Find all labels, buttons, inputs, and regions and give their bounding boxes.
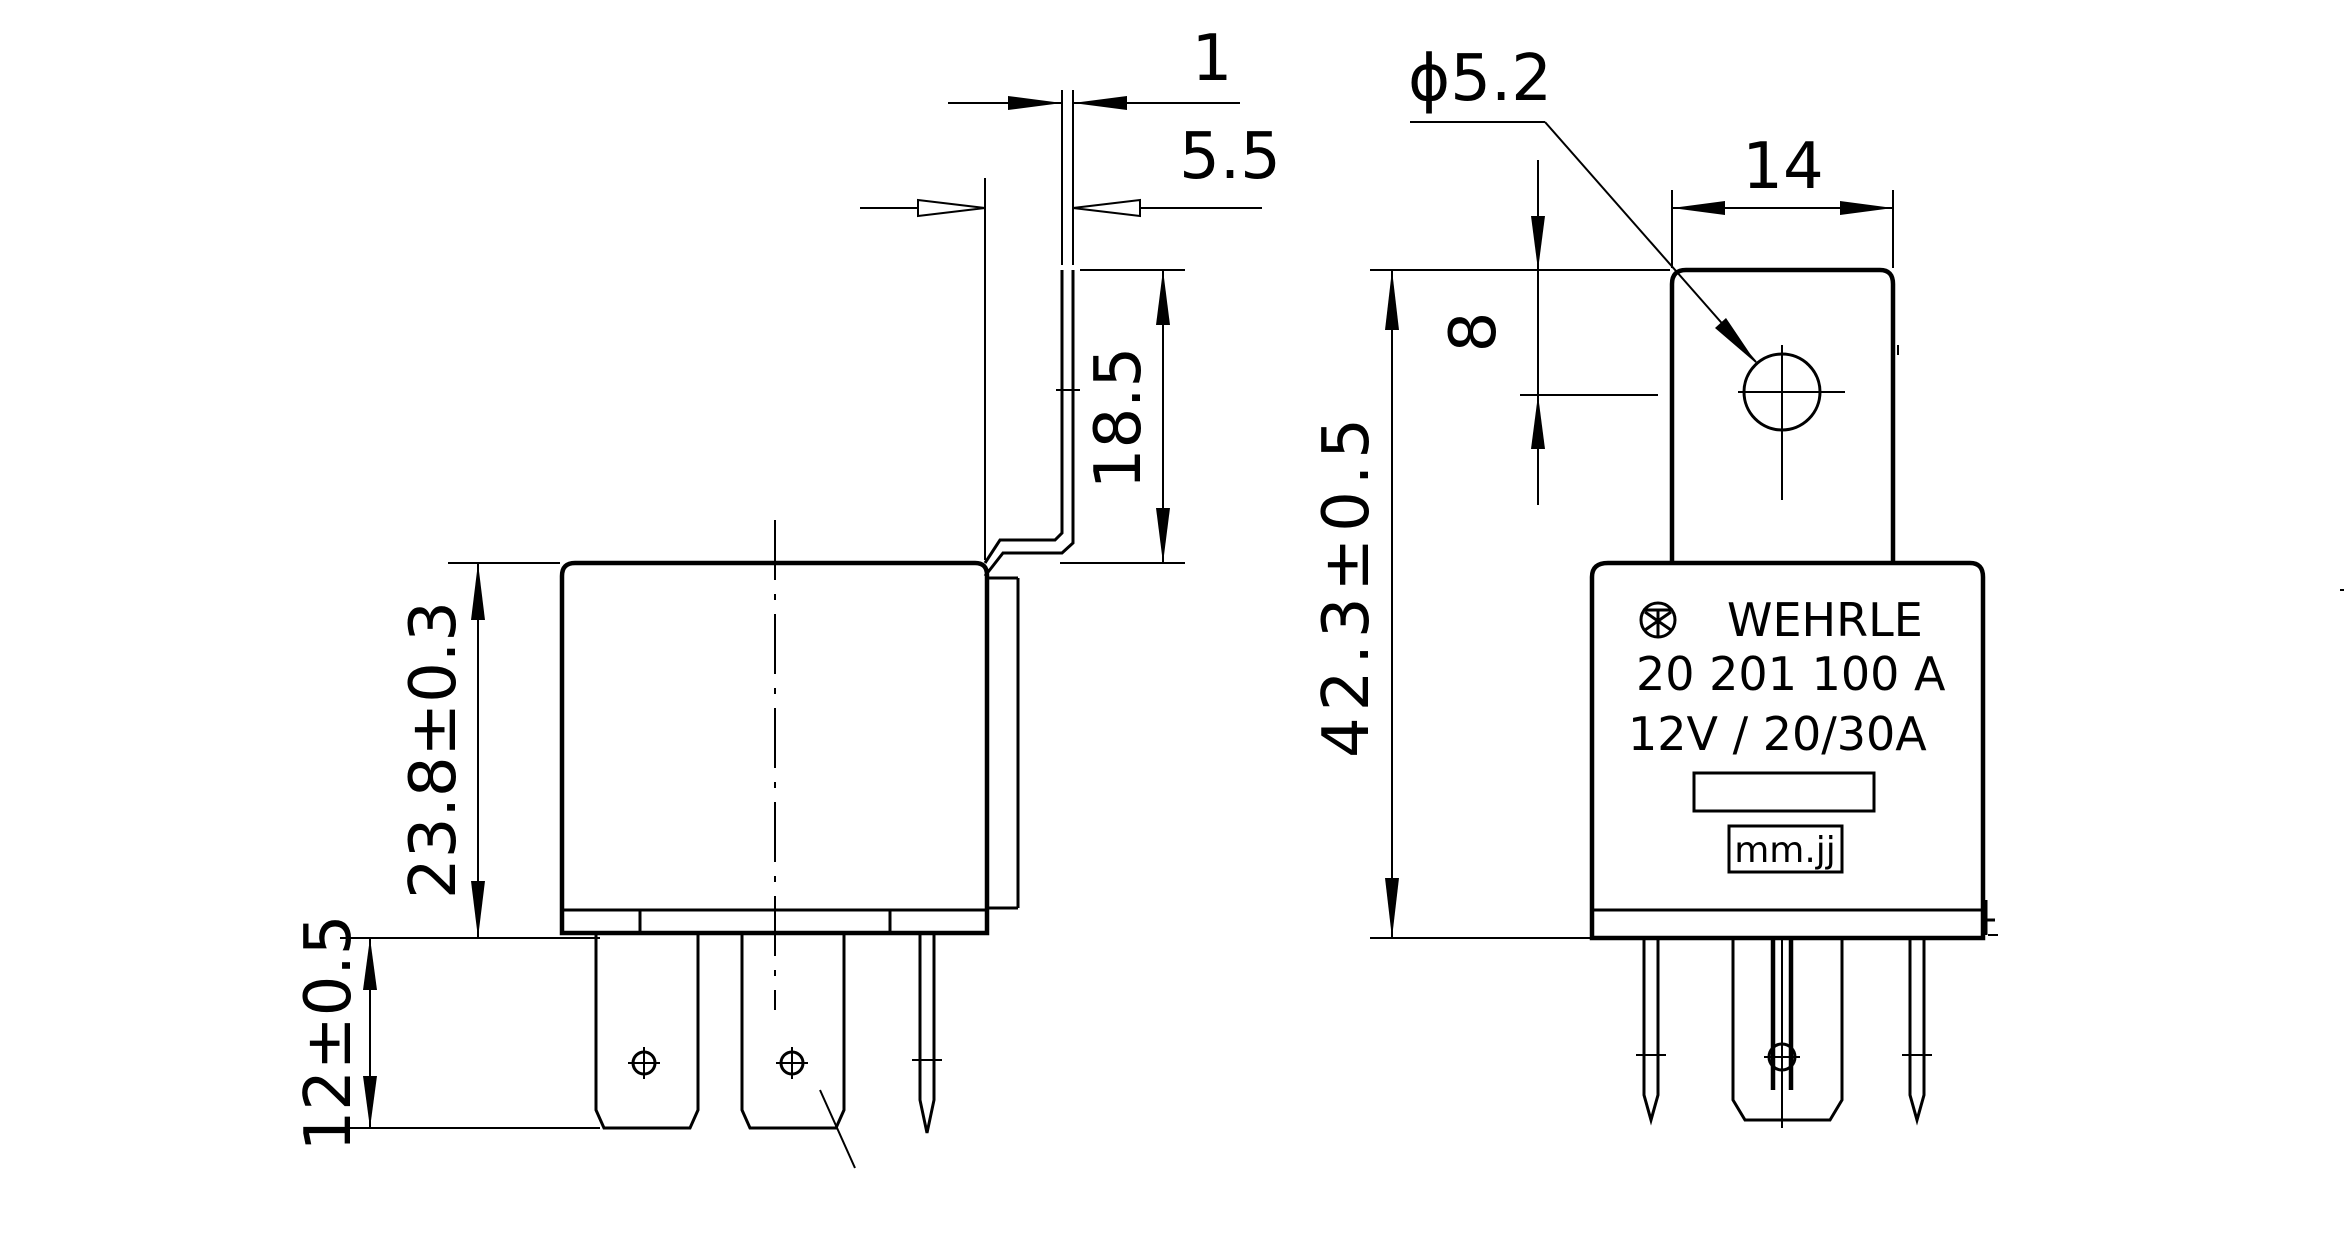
dim-bracket-height-text: 18.5 [1082, 347, 1156, 490]
side-blade-1-hole [628, 1047, 660, 1079]
front-terminal-pin-right [1908, 938, 1926, 1126]
side-leader-line [819, 1089, 856, 1169]
front-blade-rivet [1764, 938, 1800, 1128]
side-terminal-pin [918, 933, 936, 1134]
front-mounting-hole [1738, 345, 1845, 500]
dim-hole-diameter-text: ϕ5.2 [1408, 42, 1552, 116]
side-terminal-blade-2 [740, 933, 846, 1130]
dim-total-height: 42.3±0.5 [1310, 270, 1590, 939]
dim-body-height: 23.8±0.3 [397, 562, 560, 939]
dim-bracket-width: 14 [1671, 130, 1894, 268]
side-view: 1 5.5 18.5 23.8±0.3 [292, 22, 1281, 1169]
dim-pin-length: 12±0.5 [292, 915, 600, 1152]
dim-hole-diameter: ϕ5.2 [1408, 42, 1757, 364]
label-brand: WEHRLE [1727, 593, 1923, 647]
side-body-outline [559, 560, 990, 936]
dim-bracket-offset: 5.5 [860, 120, 1281, 560]
dim-body-height-text: 23.8±0.3 [397, 601, 471, 899]
dim-bracket-offset-text: 5.5 [1179, 120, 1281, 194]
side-mounting-bracket [983, 270, 1064, 564]
front-mounting-bracket [1669, 267, 1896, 563]
side-blade-2-hole [776, 1047, 808, 1079]
front-view: WEHRLE 20 201 100 A 12V / 20/30A mm.jj ϕ… [1310, 42, 2344, 1128]
label-date-code: mm.jj [1734, 830, 1836, 871]
dim-pin-thickness-text: 1 [1192, 22, 1233, 96]
label-blank-field [1692, 771, 1876, 813]
wehrle-logo-icon [1639, 601, 1677, 639]
front-terminal-pin-left [1642, 938, 1660, 1126]
side-terminal-blade-1 [594, 933, 700, 1130]
dim-total-height-text: 42.3±0.5 [1310, 412, 1384, 758]
front-terminal-blade-center [1731, 938, 1844, 1122]
label-date-code-box [1727, 824, 1844, 874]
dim-bracket-width-text: 14 [1742, 130, 1823, 204]
label-rating: 12V / 20/30A [1628, 707, 1927, 761]
dim-hole-offset-text: 8 [1437, 312, 1511, 353]
label-part-number: 20 201 100 A [1636, 647, 1946, 701]
front-body-outline [1589, 560, 1986, 941]
dim-hole-offset: 8 [1370, 160, 1670, 505]
dim-pin-length-text: 12±0.5 [292, 915, 366, 1152]
dim-bracket-height: 18.5 [1060, 269, 1185, 564]
dim-pin-thickness: 1 [948, 22, 1240, 265]
